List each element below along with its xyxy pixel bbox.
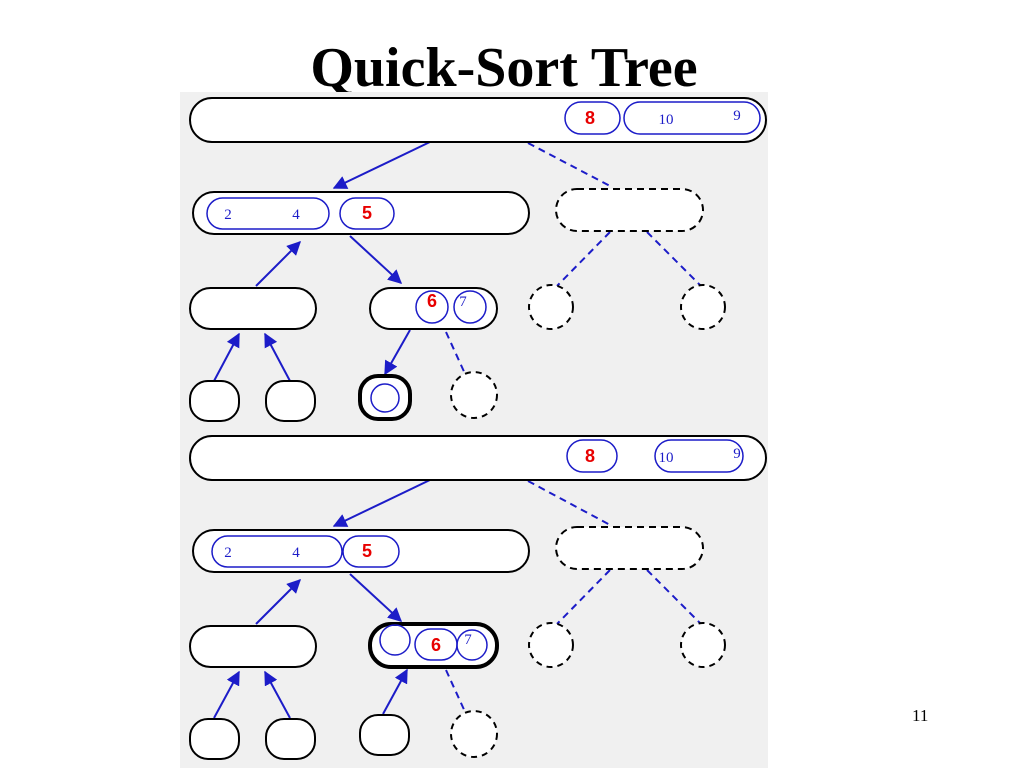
lr-left-empty-circle [379, 624, 411, 656]
slide-title: Quick-Sort Tree [310, 37, 698, 99]
edge-lr-to-leaf4 [445, 669, 467, 715]
edge-root-to-left [332, 478, 433, 527]
lr-right-value: 7 [464, 632, 472, 648]
rl-node-pending [528, 284, 574, 330]
left-pivot-circle [342, 535, 400, 568]
right-node-pending [555, 188, 704, 232]
root-right-value-1: 10 [659, 450, 674, 466]
edge-ll-to-leaf1 [213, 332, 240, 382]
lr-right-circle [456, 629, 488, 661]
lr-right-value: 7 [459, 294, 467, 310]
rl-node-pending [528, 622, 574, 668]
left-value-2: 4 [292, 545, 300, 561]
root-right-group-oval [654, 439, 744, 473]
left-sequence-oval [211, 535, 343, 568]
rr-node-pending [680, 284, 726, 330]
edge-left-to-lr [349, 235, 403, 284]
root-pivot-circle [564, 101, 621, 135]
edge-lr-to-leaf3 [384, 329, 411, 376]
leaf-node-3 [359, 714, 410, 756]
left-value-1: 2 [224, 545, 232, 561]
left-pivot: 5 [362, 203, 372, 223]
lr-right-circle [453, 290, 487, 324]
lr-pivot-circle [415, 290, 449, 324]
left-value-1: 2 [224, 207, 232, 223]
ll-node [189, 625, 317, 668]
left-pivot-circle [339, 197, 395, 230]
lr-pivot: 6 [427, 291, 437, 311]
edge-root-to-right [527, 480, 613, 527]
root-node [189, 97, 767, 143]
left-value-2: 4 [292, 207, 300, 223]
bottom-tree: 8 10 9 2 4 5 6 7 [189, 435, 767, 760]
root-pivot: 8 [585, 108, 595, 128]
root-right-group-oval [623, 101, 761, 135]
root-right-value-2: 9 [733, 108, 741, 124]
right-node-pending [555, 526, 704, 570]
page-number: 11 [912, 706, 929, 725]
edge-left-to-ll [255, 241, 301, 287]
lr-pivot: 6 [431, 635, 441, 655]
edge-left-to-lr [349, 573, 403, 622]
edge-ll-to-leaf1 [213, 670, 240, 719]
leaf-node-4-pending [450, 371, 498, 419]
edge-leaf3-to-lr [382, 668, 408, 715]
edge-ll-to-leaf2 [264, 332, 291, 382]
root-pivot: 8 [585, 446, 595, 466]
leaf-node-4-pending [450, 710, 498, 758]
leaf-node-1 [189, 718, 240, 760]
edge-ll-to-leaf2 [264, 670, 291, 719]
left-sequence-oval [206, 197, 330, 230]
root-node [189, 435, 767, 481]
edge-right-to-rr [646, 231, 701, 286]
lr-node-active [368, 622, 499, 669]
edge-root-to-right [527, 142, 613, 188]
left-node [192, 529, 530, 573]
lr-node [369, 287, 498, 330]
edge-root-to-left [332, 140, 433, 189]
top-tree: 8 10 9 2 4 5 6 7 [189, 97, 767, 422]
leaf-node-1 [189, 380, 240, 422]
edge-left-to-ll [255, 579, 301, 625]
edge-lr-to-leaf4 [445, 331, 467, 377]
ll-node [189, 287, 317, 330]
edge-right-to-rl [556, 569, 611, 625]
root-right-value-2: 9 [733, 446, 741, 462]
leaf-node-2 [265, 718, 316, 760]
root-right-value-1: 10 [659, 112, 674, 128]
edge-right-to-rr [646, 569, 701, 624]
leaf-node-3-empty-sequence [370, 383, 400, 413]
left-pivot: 5 [362, 541, 372, 561]
root-pivot-circle [566, 439, 618, 473]
edge-right-to-rl [556, 231, 611, 287]
leaf-node-3-active [358, 374, 412, 421]
leaf-node-2 [265, 380, 316, 422]
rr-node-pending [680, 622, 726, 668]
left-node [192, 191, 530, 235]
